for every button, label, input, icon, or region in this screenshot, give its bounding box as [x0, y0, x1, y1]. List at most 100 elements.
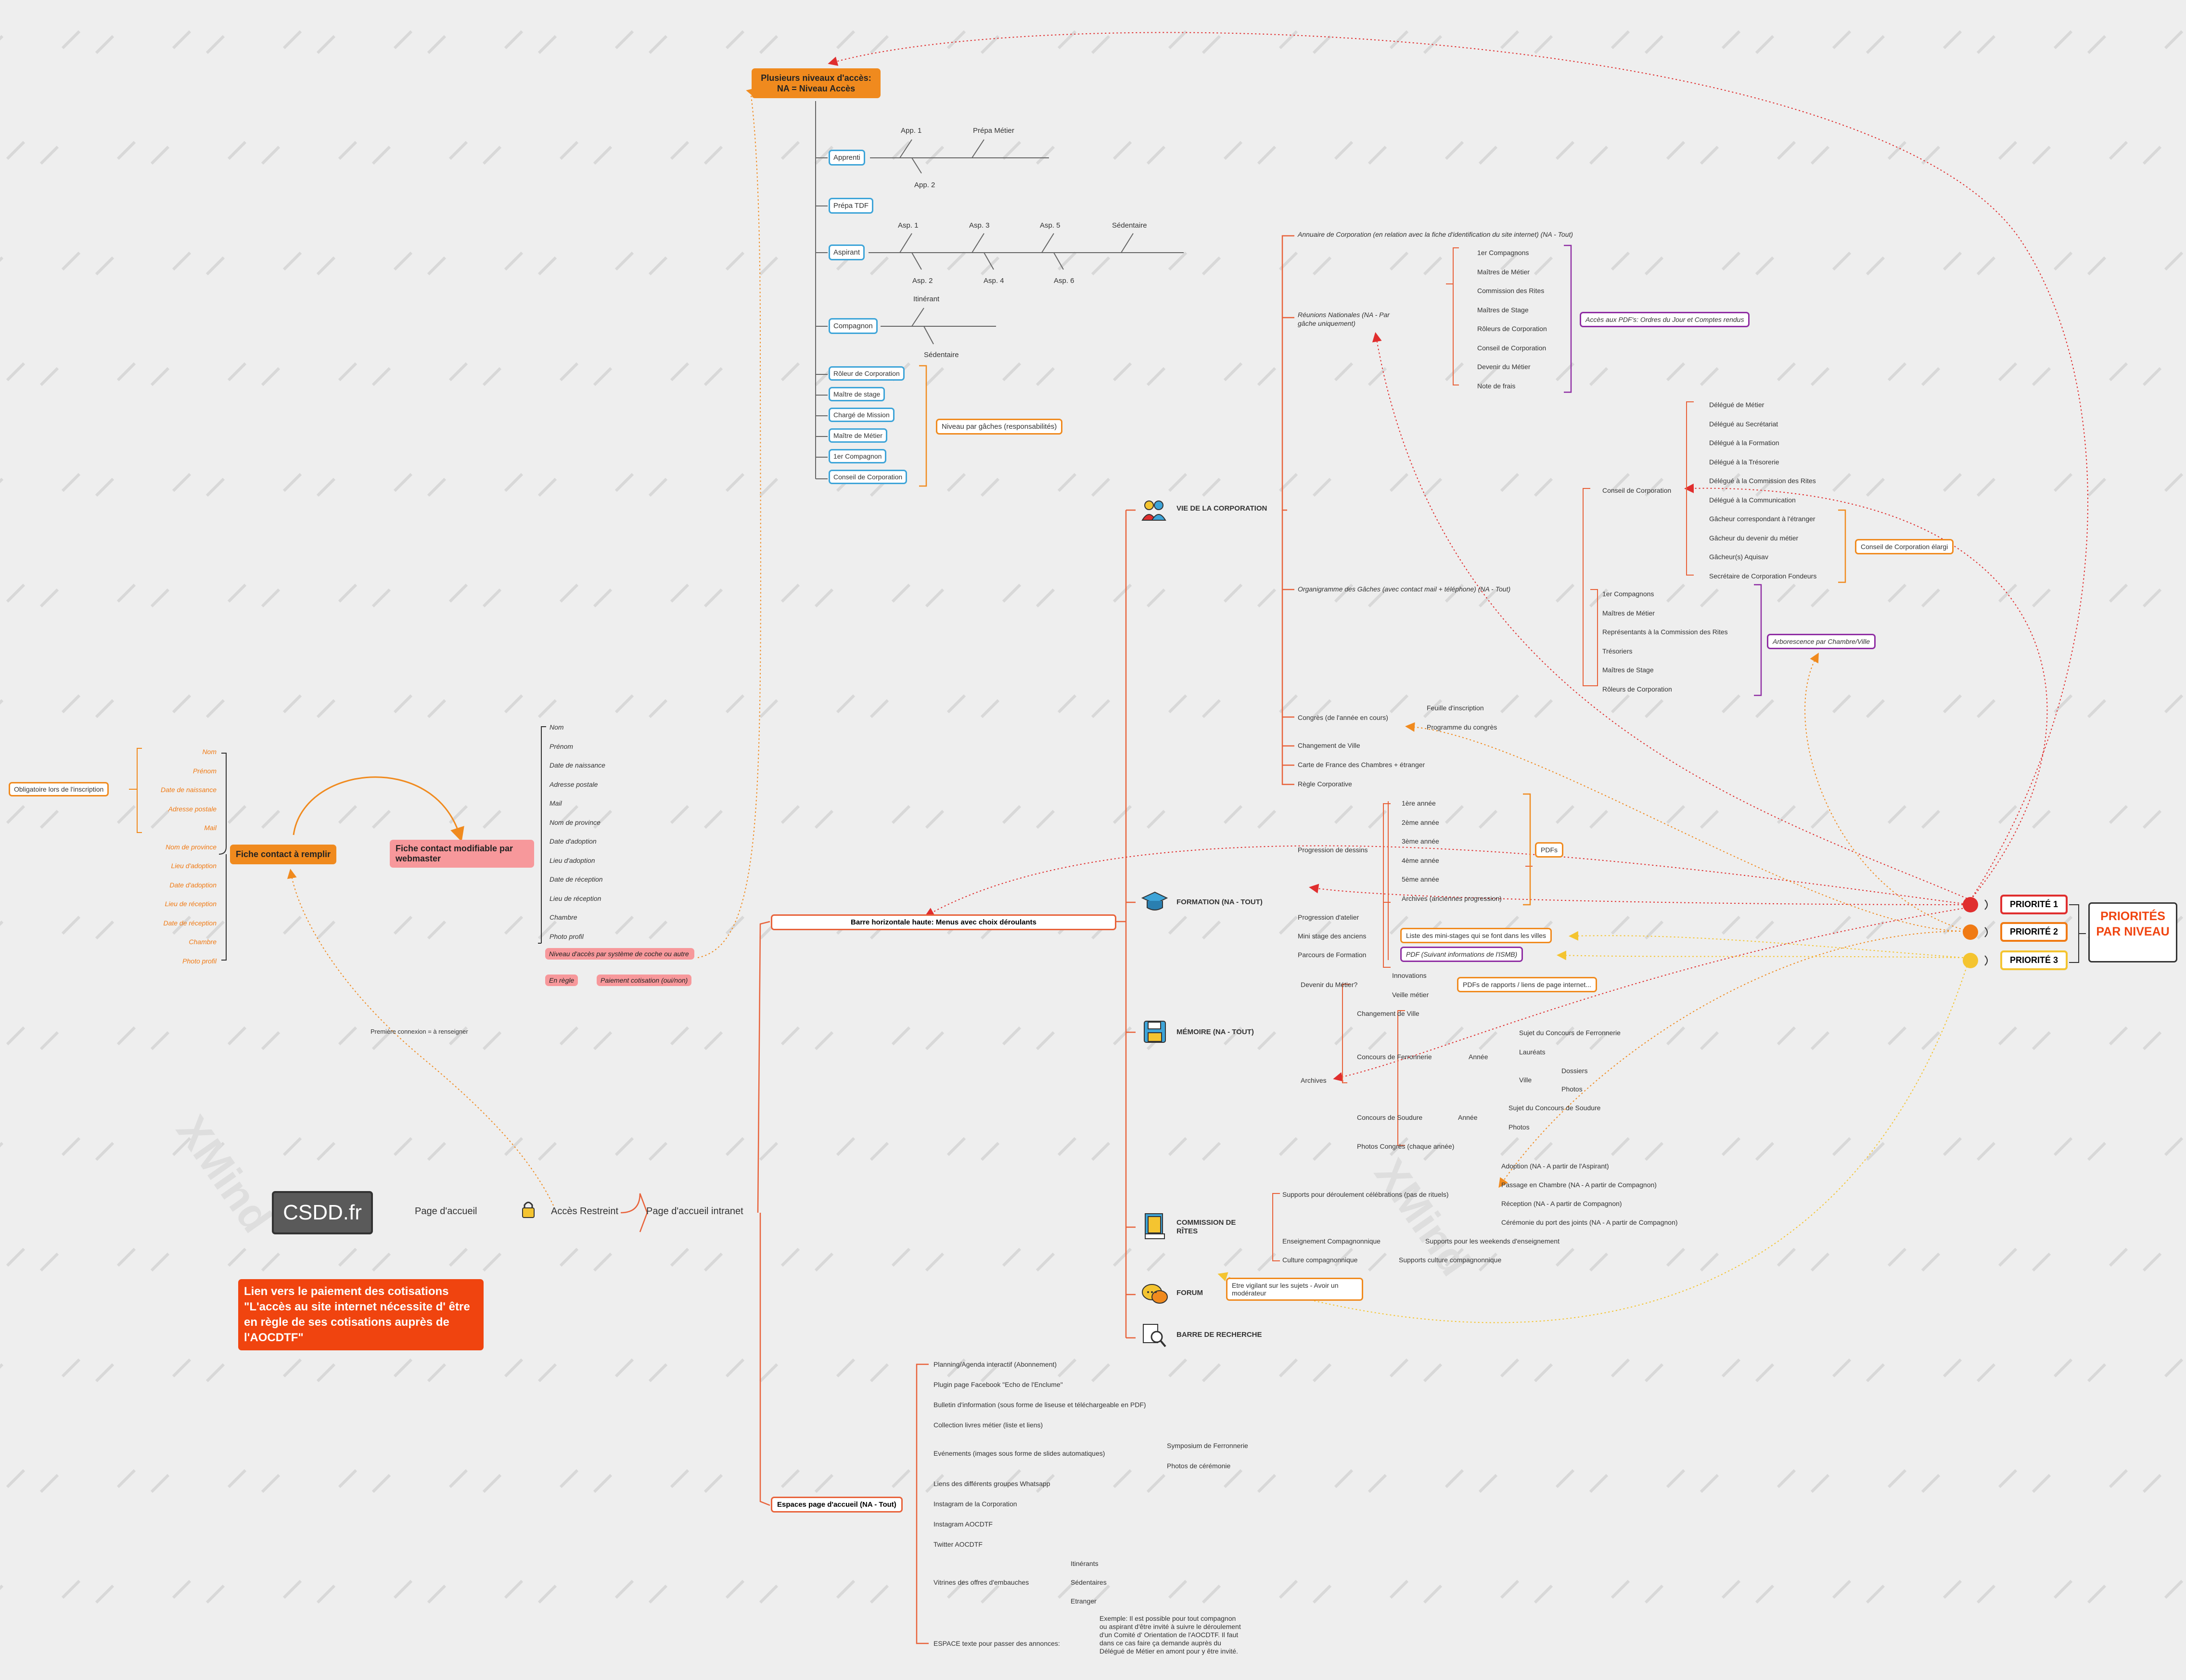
- level-apprenti[interactable]: Apprenti: [829, 150, 865, 166]
- fiche-field: Adresse postale: [168, 805, 217, 813]
- conseil-sub-item: Gâcheur du devenir du métier: [1709, 534, 1799, 542]
- organigramme-sub-item: Maîtres de Stage: [1602, 666, 1654, 674]
- organigramme-sub-item: Représentants à la Commission des Rites: [1602, 628, 1728, 636]
- reunion-sub-item: Devenir du Métier: [1477, 363, 1531, 371]
- home-space-item: ESPACE texte pour passer des annonces:: [933, 1640, 1060, 1647]
- sub-app1: App. 1: [901, 127, 922, 135]
- reunion-sub-item: Maîtres de Stage: [1477, 306, 1529, 314]
- fiche-field: Date de réception: [163, 919, 217, 927]
- role-item[interactable]: 1er Compagnon: [829, 449, 887, 463]
- people-icon: [1141, 499, 1166, 521]
- conseil-sub-item: Secrétaire de Corporation Fondeurs: [1709, 572, 1817, 580]
- conseil-sub-item: Délégué de Métier: [1709, 401, 1764, 409]
- home-page-node[interactable]: Page d'accueil: [415, 1206, 477, 1217]
- fiche-field: Prénom: [192, 767, 217, 775]
- photos-congres-item: Photos Congrès (chaque année): [1357, 1142, 1455, 1150]
- ferronnerie-item: Concours de Ferronnerie: [1357, 1053, 1432, 1061]
- home-space-item: Plugin page Facebook "Echo de l'Enclume": [933, 1381, 1063, 1388]
- role-item[interactable]: Maître de stage: [829, 387, 885, 401]
- level-aspirant[interactable]: Aspirant: [829, 244, 865, 260]
- conseil-elargi-note: Conseil de Corporation élargi: [1855, 539, 1954, 554]
- restricted-access-node[interactable]: Accès Restreint: [551, 1206, 619, 1217]
- menu-bar-node[interactable]: Barre horizontale haute: Menus avec choi…: [771, 914, 1116, 930]
- search-icon: [1142, 1323, 1166, 1347]
- conseil-sub-item: Délégué au Secrétariat: [1709, 420, 1778, 428]
- soud-sub-1: Sujet du Concours de Soudure: [1508, 1104, 1601, 1112]
- fiche-contact-fill[interactable]: Fiche contact à remplir: [230, 845, 337, 864]
- forum-node[interactable]: FORUM: [1176, 1289, 1203, 1297]
- ferr-annee: Année: [1469, 1053, 1488, 1061]
- soudure-item: Concours de Soudure: [1357, 1114, 1423, 1121]
- level-prepa-tdf[interactable]: Prépa TDF: [829, 198, 874, 214]
- webmaster-field: Photo profil: [550, 932, 584, 940]
- level-compagnon[interactable]: Compagnon: [829, 318, 878, 334]
- organigramme-sub-item: Trésoriers: [1602, 647, 1633, 655]
- vie-other-3: Règle Corporative: [1298, 780, 1352, 788]
- year-item: 1ère année: [1402, 799, 1436, 807]
- formation-node[interactable]: FORMATION (NA - TOUT): [1176, 898, 1263, 906]
- parcours-item: Parcours de Formation: [1298, 951, 1367, 959]
- role-item[interactable]: Conseil de Corporation: [829, 470, 908, 484]
- job-sub-item: Sédentaires: [1071, 1578, 1107, 1586]
- priority-1-label: PRIORITÉ 1: [2000, 895, 2068, 914]
- fiche-field: Nom de province: [166, 843, 217, 851]
- fiche-field: Lieu d'adoption: [171, 862, 217, 870]
- fiche-contact-editable[interactable]: Fiche contact modifiable par webmaster: [390, 840, 534, 868]
- intranet-home-node[interactable]: Page d'accueil intranet: [646, 1206, 743, 1217]
- sub-comp-sedentaire: Sédentaire: [924, 351, 959, 359]
- payment-status: Paiement cotisation (oui/non): [597, 975, 692, 986]
- year-item: 5ème année: [1402, 875, 1439, 883]
- home-space-item: Bulletin d'information (sous forme de li…: [933, 1401, 1146, 1409]
- home-spaces-node[interactable]: Espaces page d'accueil (NA - Tout): [771, 1497, 903, 1513]
- ville-sub-2: Photos: [1561, 1085, 1583, 1093]
- webmaster-field: Prénom: [550, 742, 574, 750]
- home-space-item: Liens des différents groupes Whatsapp: [933, 1480, 1050, 1488]
- soud-annee: Année: [1458, 1114, 1478, 1121]
- memoire-node[interactable]: MÉMOIRE (NA - TOUT): [1176, 1028, 1254, 1036]
- role-item[interactable]: Rôleur de Corporation: [829, 366, 905, 381]
- sub-asp3: Asp. 3: [969, 221, 990, 230]
- arborescence-note: Arborescence par Chambre/Ville: [1767, 634, 1876, 649]
- conseil-sub-item: Délégué à la Communication: [1709, 496, 1796, 504]
- rites-node[interactable]: COMMISSION DE RÎTES: [1176, 1218, 1236, 1235]
- reunion-sub-item: Rôleurs de Corporation: [1477, 325, 1547, 333]
- organigramme-item: Organigramme des Gâches (avec contact ma…: [1298, 585, 1511, 593]
- enseignement-sub: Supports pour les weekends d'enseignemen…: [1425, 1237, 1560, 1245]
- home-space-item: Twitter AOCDTF: [933, 1540, 983, 1548]
- sub-asp6: Asp. 6: [1054, 277, 1074, 285]
- priority-2-label: PRIORITÉ 2: [2000, 922, 2068, 942]
- priority-2-dot: [1963, 924, 1978, 940]
- ville-sub-1: Dossiers: [1561, 1067, 1588, 1075]
- home-space-item: Evénements (images sous forme de slides …: [933, 1449, 1105, 1457]
- webmaster-field: Date de réception: [550, 875, 603, 883]
- webmaster-field: Mail: [550, 799, 562, 807]
- progression-item: Progression de dessins: [1298, 846, 1368, 854]
- home-space-item: Collection livres métier (liste et liens…: [933, 1421, 1043, 1429]
- vie-corporation-node[interactable]: VIE DE LA CORPORATION: [1176, 504, 1267, 513]
- culture-item: Culture compagnonnique: [1282, 1256, 1358, 1264]
- fiche-field: Date de naissance: [161, 786, 217, 794]
- congres-item: Congrès (de l'année en cours): [1298, 714, 1388, 721]
- devenir-sub-1: Innovations: [1392, 972, 1427, 979]
- role-item[interactable]: Maître de Métier: [829, 428, 887, 443]
- first-login-note: Première connexion = à renseigner: [371, 1028, 468, 1035]
- fiche-field: Lieu de réception: [165, 900, 217, 908]
- organigramme-sub-item: Rôleurs de Corporation: [1602, 685, 1672, 693]
- devenir-note: PDFs de rapports / liens de page interne…: [1457, 977, 1597, 992]
- home-space-item: Vitrines des offres d'embauches: [933, 1578, 1029, 1586]
- year-item: 4ème année: [1402, 856, 1439, 864]
- soud-sub-2: Photos: [1508, 1123, 1530, 1131]
- search-bar-node[interactable]: BARRE DE RECHERCHE: [1176, 1331, 1262, 1339]
- webmaster-field: Nom de province: [550, 818, 601, 826]
- ferr-sub-1: Sujet du Concours de Ferronnerie: [1519, 1029, 1621, 1037]
- home-space-item: Instagram AOCDTF: [933, 1520, 993, 1528]
- sub-asp4: Asp. 4: [984, 277, 1004, 285]
- conseil-sub-item: Délégué à la Trésorerie: [1709, 458, 1779, 466]
- csdd-logo[interactable]: CSDD.fr: [272, 1191, 373, 1234]
- mini-stage-item: Mini stage des anciens: [1298, 932, 1367, 940]
- graduation-cap-icon: [1141, 889, 1168, 913]
- role-item[interactable]: Chargé de Mission: [829, 408, 895, 422]
- enseignement-item: Enseignement Compagnonnique: [1282, 1237, 1381, 1245]
- vie-other-1: Changement de Ville: [1298, 742, 1360, 749]
